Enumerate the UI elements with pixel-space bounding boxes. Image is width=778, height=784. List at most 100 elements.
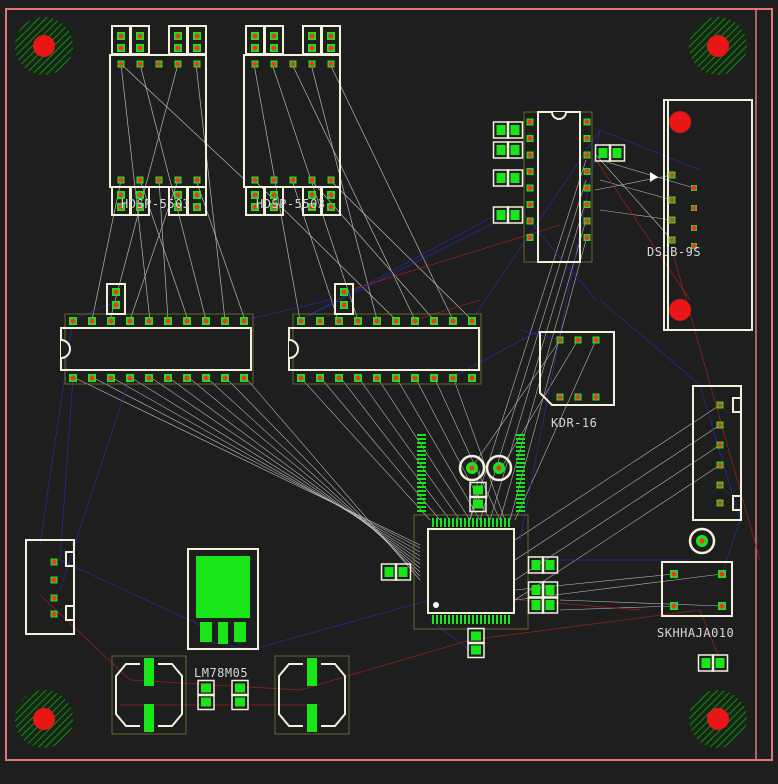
wire: [91, 179, 122, 321]
connector-dsub-9s[interactable]: [650, 99, 753, 331]
mounting-hole-bottom-left: [15, 690, 73, 748]
pad-drill: [469, 375, 475, 381]
ic-dip20-left[interactable]: [60, 313, 254, 385]
silkscreen-outline: [60, 327, 252, 371]
pad-drill: [271, 33, 277, 39]
qfp-pin: [516, 462, 525, 464]
wire: [489, 199, 587, 521]
pin1-notch: [551, 111, 567, 120]
electrolytic-cap-left[interactable]: [111, 655, 187, 735]
cap-c8[interactable]: [527, 581, 559, 599]
testpoint-tp3[interactable]: [688, 527, 716, 555]
pad-drill: [584, 152, 590, 158]
display-hdsp-5503-left[interactable]: [109, 25, 207, 216]
connector-jst-left[interactable]: [25, 539, 75, 635]
components-layer[interactable]: [25, 25, 753, 735]
qfp-pin: [504, 615, 506, 624]
silkscreen-outline: [732, 495, 742, 511]
qfp-pin: [516, 506, 525, 508]
wire: [349, 224, 561, 291]
wire: [59, 376, 131, 591]
pad-drill: [691, 185, 697, 191]
wire: [129, 679, 301, 691]
regulator-pin-pad: [200, 622, 212, 642]
cap-pad: [307, 704, 317, 732]
smd-pad: [235, 683, 245, 693]
connector-jst-right[interactable]: [692, 385, 742, 521]
pad-drill: [717, 482, 723, 488]
smd-outline: [506, 121, 524, 139]
cap-c4[interactable]: [492, 206, 524, 224]
cap-c12[interactable]: [197, 679, 215, 711]
switch-skhhaja010[interactable]: [661, 561, 733, 617]
ic-dip16[interactable]: [523, 111, 593, 263]
cap-c5[interactable]: [594, 144, 626, 162]
cap-c9[interactable]: [527, 596, 559, 614]
qfp-pin: [504, 518, 506, 527]
cap-c10[interactable]: [469, 481, 487, 513]
electrolytic-cap-right[interactable]: [274, 655, 350, 735]
cap-c6[interactable]: [380, 563, 412, 581]
testpoint-ring: [458, 454, 486, 482]
smd-outline: [541, 596, 559, 614]
wire: [514, 573, 723, 601]
smd-outline: [711, 654, 729, 672]
cap-c3[interactable]: [492, 169, 524, 187]
smd-pad: [496, 210, 506, 220]
label-hdsp-5503-right: HDSP-5503: [256, 197, 326, 211]
wire: [329, 179, 473, 321]
cap-c2[interactable]: [492, 141, 524, 159]
regulator-pin-pad: [234, 622, 246, 642]
silkscreen-outline: [130, 186, 150, 216]
pad-drill: [557, 337, 563, 343]
wire: [671, 249, 761, 561]
cap-c1[interactable]: [492, 121, 524, 139]
pad-drill: [450, 375, 456, 381]
pad-drill: [355, 375, 361, 381]
board-outline: [5, 8, 773, 761]
smd-pad: [612, 148, 622, 158]
wire: [376, 376, 471, 521]
display-hdsp-5503-right[interactable]: [243, 25, 341, 216]
pad-drill: [317, 375, 323, 381]
pad-drill: [108, 375, 114, 381]
cap-c7[interactable]: [527, 556, 559, 574]
pad-drill: [691, 205, 697, 211]
qfp-pin: [417, 502, 426, 504]
switch-kdr-16[interactable]: [539, 331, 615, 406]
qfp-pin: [460, 615, 462, 624]
silkscreen-outline: [130, 25, 150, 55]
testpoint-tp2[interactable]: [485, 454, 513, 482]
cap-c14[interactable]: [697, 654, 729, 672]
smd-outline: [541, 581, 559, 599]
pad-drill: [137, 61, 143, 67]
cap-c11[interactable]: [467, 627, 485, 659]
testpoint-tp1[interactable]: [458, 454, 486, 482]
smd-outline: [469, 481, 487, 499]
resistor-r1[interactable]: [106, 283, 126, 315]
wire: [514, 404, 721, 541]
pad-drill: [194, 61, 200, 67]
smd-outline: [394, 563, 412, 581]
pad-drill: [527, 185, 533, 191]
ic-dip20-right[interactable]: [288, 313, 482, 385]
wire: [499, 339, 579, 471]
silkscreen-outline: [106, 283, 126, 315]
wire: [514, 339, 597, 521]
regulator-tab-pad: [196, 556, 250, 618]
smd-outline: [492, 121, 510, 139]
pad-drill: [165, 318, 171, 324]
pin1-notch: [60, 339, 71, 359]
regulator-lm78m05[interactable]: [187, 548, 259, 650]
smd-pad: [235, 697, 245, 707]
smd-outline: [527, 556, 545, 574]
smd-outline: [467, 627, 485, 645]
cap-c13[interactable]: [231, 679, 249, 711]
pad-drill: [527, 119, 533, 125]
pad-drill: [271, 192, 277, 198]
pad-drill: [175, 177, 181, 183]
resistor-r2[interactable]: [334, 283, 354, 315]
wire: [291, 179, 339, 321]
ic-mcu-qfp[interactable]: [413, 434, 529, 630]
